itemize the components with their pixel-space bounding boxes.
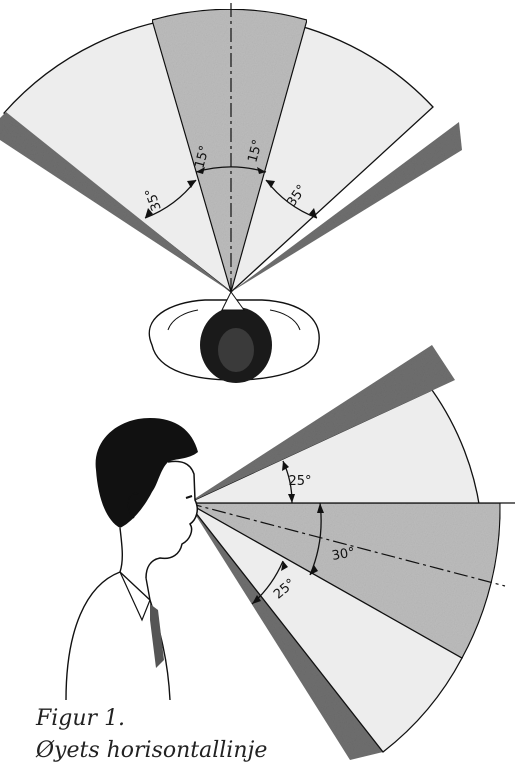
side-view: 25° 30° 25°: [66, 345, 515, 760]
top-view: 15° 15° 35° 35°: [0, 0, 462, 383]
figure-caption-title: Øyets horisontallinje: [36, 738, 267, 763]
figure-caption-number: Figur 1.: [36, 706, 125, 731]
person-side-view: [66, 418, 198, 700]
person-top-view: [149, 292, 319, 383]
side-angle-upper: 25°: [288, 474, 311, 489]
